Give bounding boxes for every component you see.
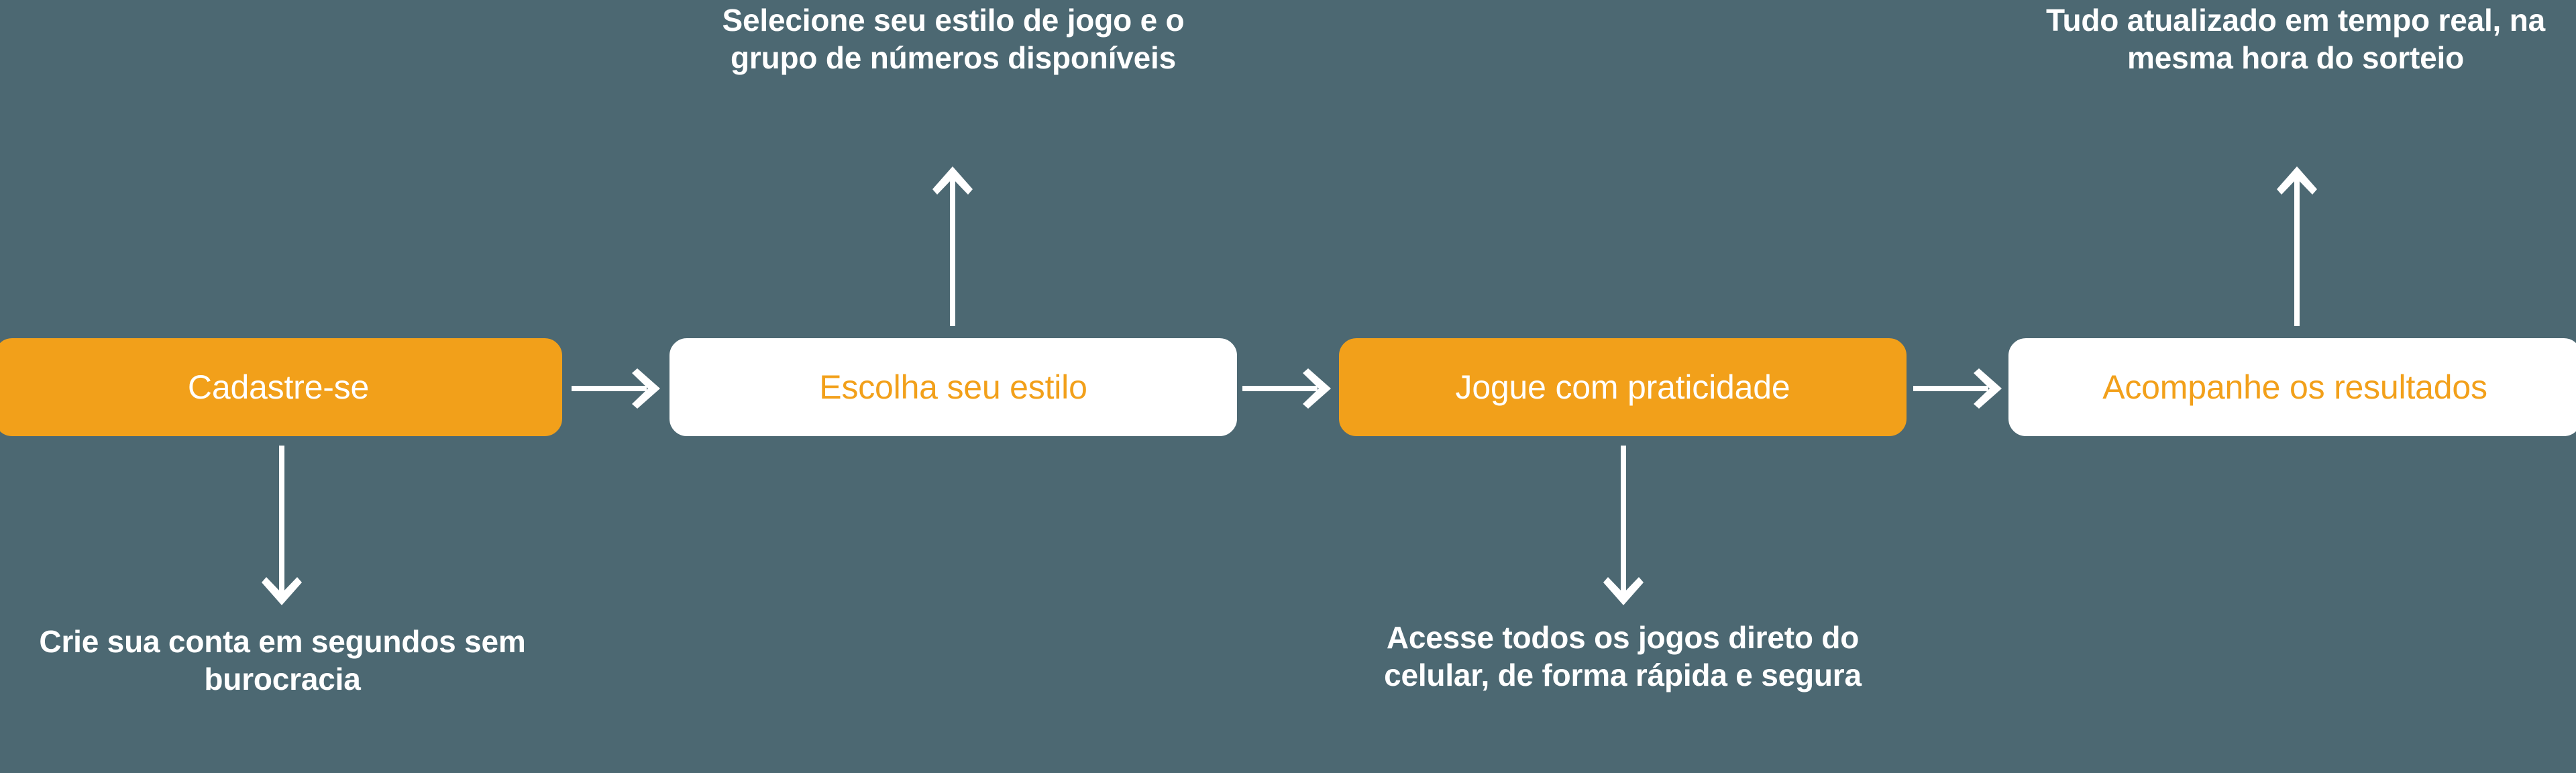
step-label-cadastre-se: Cadastre-se bbox=[187, 368, 370, 406]
step-caption-escolha-seu-estilo: Selecione seu estilo de jogo e o grupo d… bbox=[722, 3, 1185, 76]
step-label-jogue-com-praticidade: Jogue com praticidade bbox=[1455, 368, 1790, 406]
step-label-acompanhe-os-resultados: Acompanhe os resultados bbox=[2102, 368, 2487, 406]
arrow-right-icon-connector-1-2 bbox=[572, 366, 661, 411]
arrow-down-icon-step-3 bbox=[1602, 446, 1645, 607]
step-button-acompanhe-os-resultados[interactable]: Acompanhe os resultados bbox=[2008, 338, 2576, 436]
arrow-down-icon-step-1 bbox=[260, 446, 303, 607]
step-caption-acompanhe-os-resultados: Tudo atualizado em tempo real, na mesma … bbox=[2046, 3, 2545, 76]
step-button-cadastre-se[interactable]: Cadastre-se bbox=[0, 338, 562, 436]
arrow-up-icon-step-4 bbox=[2275, 165, 2318, 326]
step-button-escolha-seu-estilo[interactable]: Escolha seu estilo bbox=[669, 338, 1237, 436]
step-caption-cadastre-se: Crie sua conta em segundos sem burocraci… bbox=[39, 624, 526, 697]
step-caption-jogue-com-praticidade: Acesse todos os jogos direto do celular,… bbox=[1384, 620, 1862, 693]
arrow-up-icon-step-2 bbox=[931, 165, 974, 326]
arrow-right-icon-connector-3-4 bbox=[1913, 366, 2003, 411]
arrow-right-icon-connector-2-3 bbox=[1242, 366, 1332, 411]
step-button-jogue-com-praticidade[interactable]: Jogue com praticidade bbox=[1339, 338, 1907, 436]
step-label-escolha-seu-estilo: Escolha seu estilo bbox=[819, 368, 1087, 406]
